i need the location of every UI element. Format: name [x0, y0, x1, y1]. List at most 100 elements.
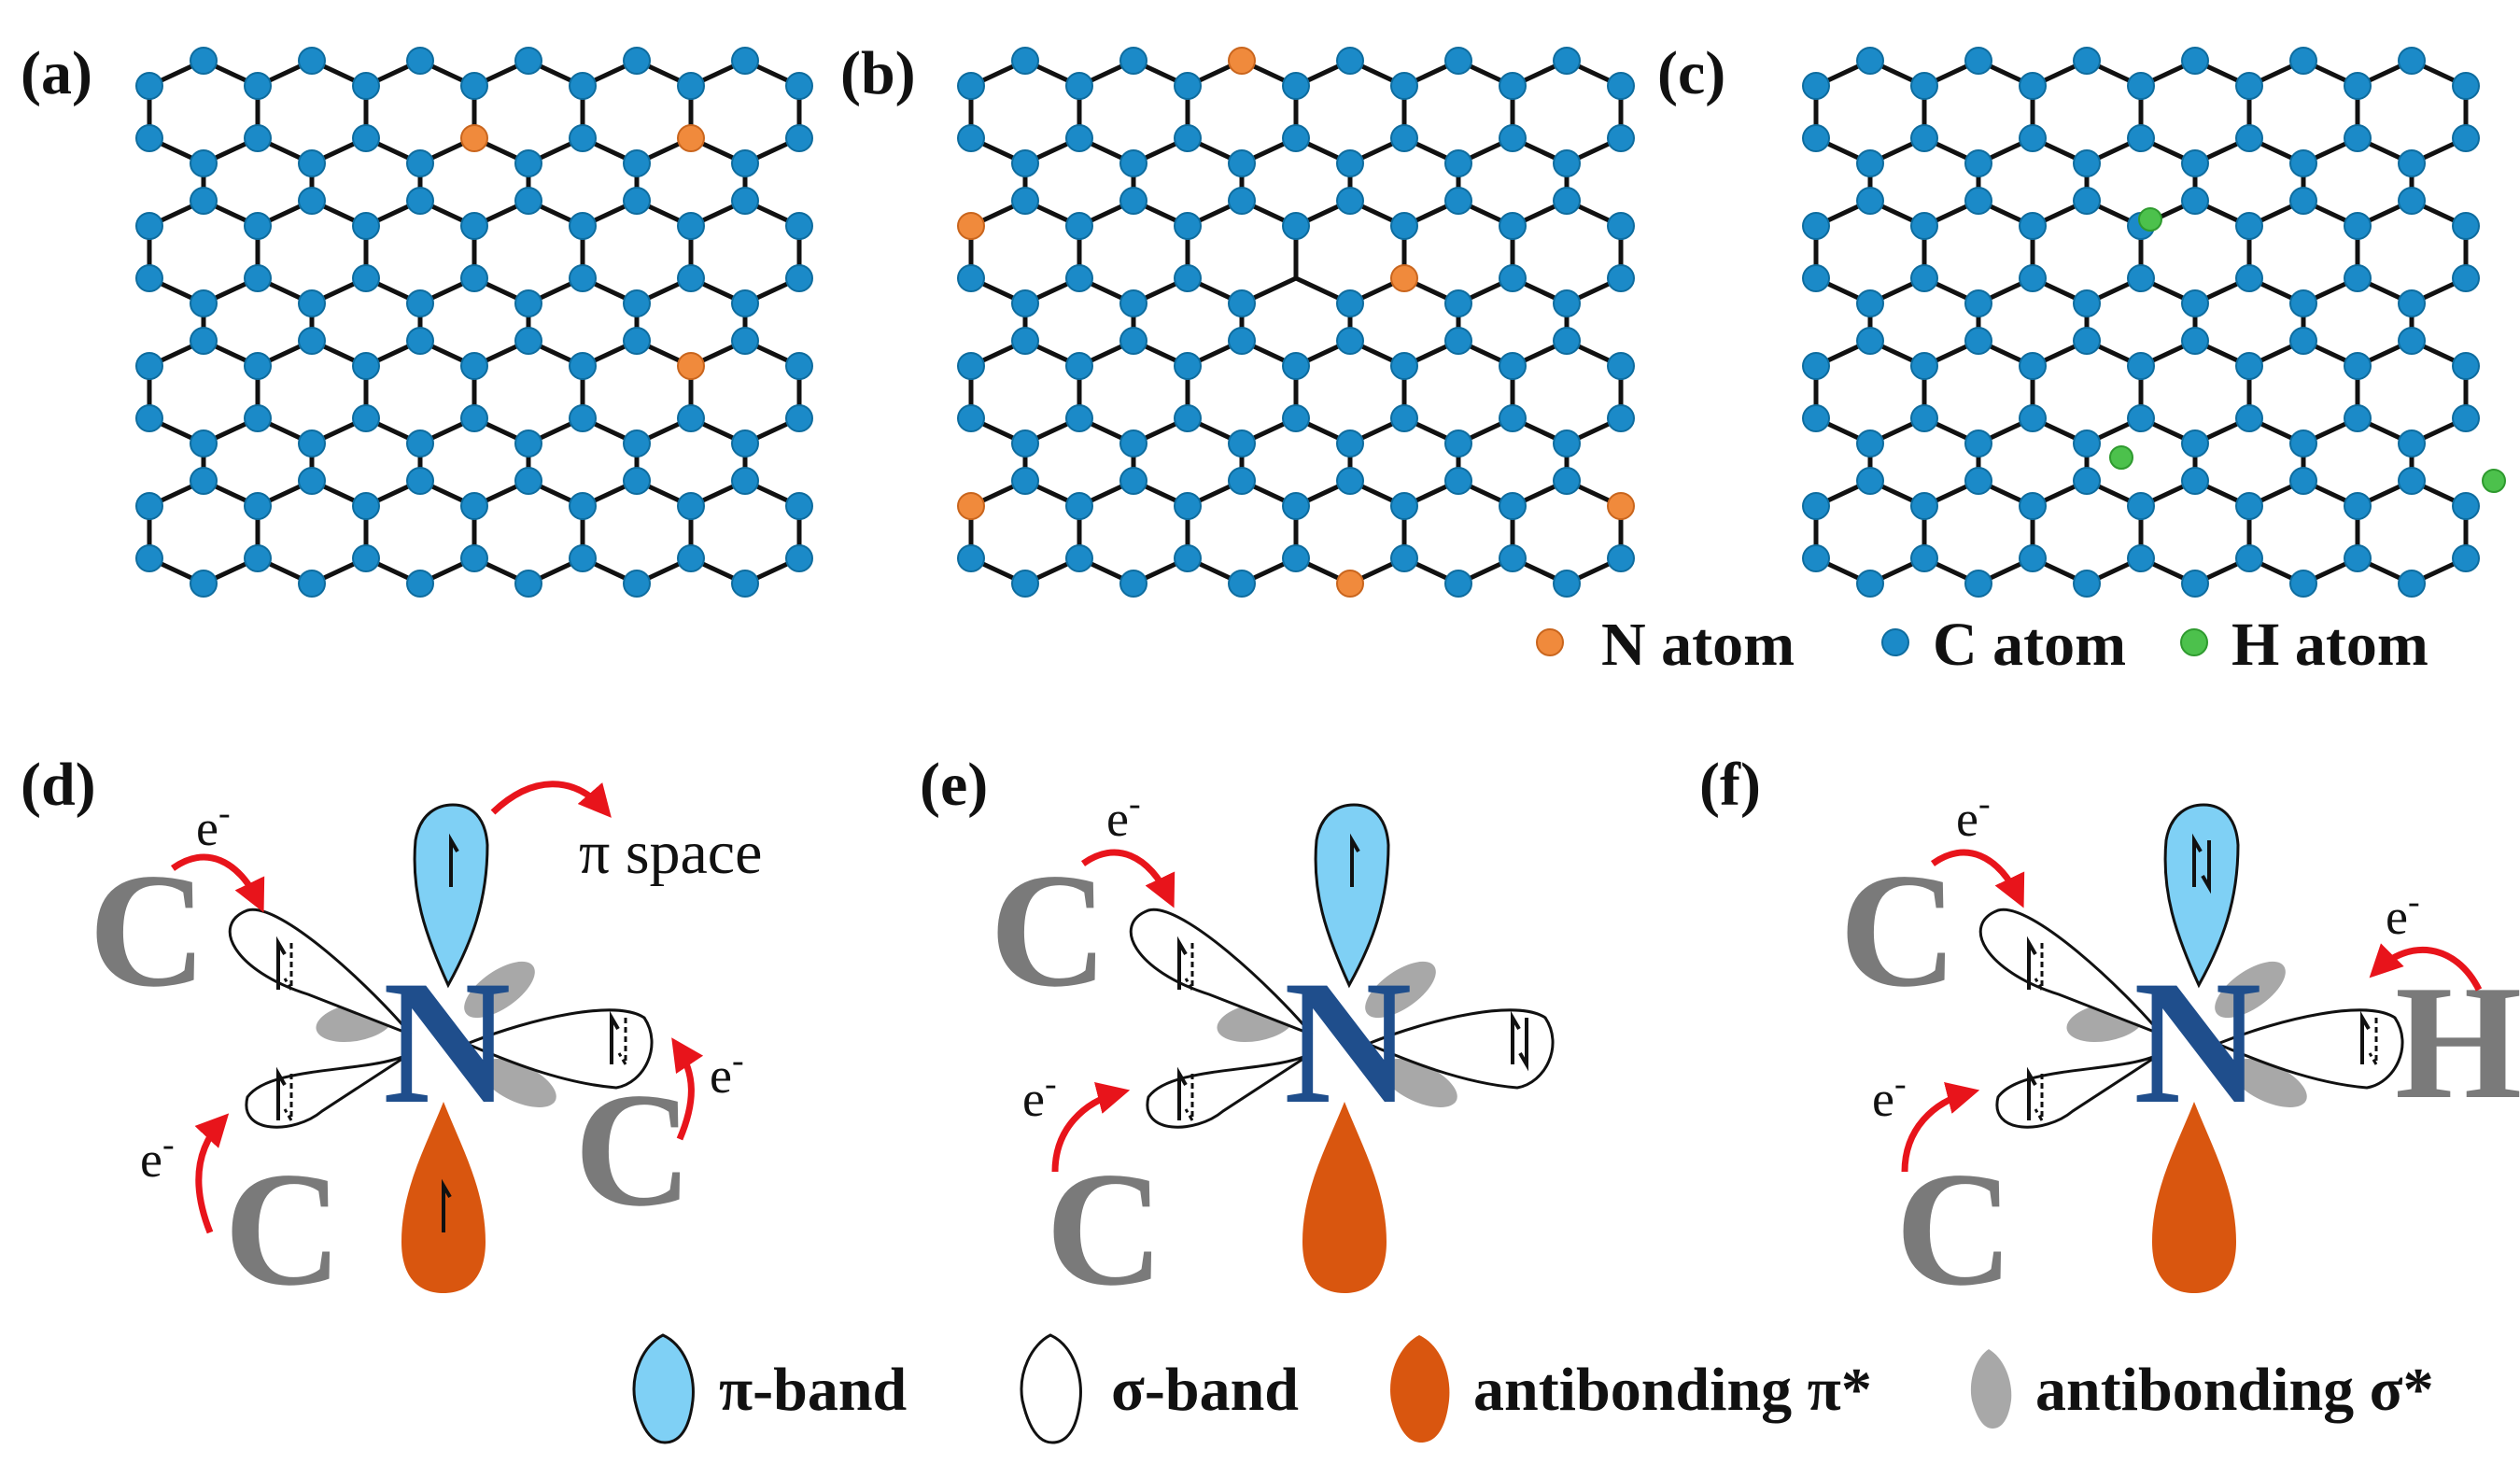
carbon-atom — [352, 212, 380, 240]
carbon-atom — [2452, 352, 2480, 380]
carbon-atom — [1282, 124, 1310, 152]
carbon-atom — [460, 352, 488, 380]
sigma-band-lobe — [245, 1051, 412, 1129]
carbon-atom — [244, 352, 272, 380]
antibonding-sigma-lobe — [1381, 1059, 1457, 1107]
carbon-atom — [2073, 327, 2101, 355]
carbon-atom — [1910, 352, 1938, 380]
carbon-atom — [957, 404, 985, 432]
carbon-atom — [1336, 327, 1364, 355]
carbon-atom — [2289, 47, 2317, 75]
carbon-atom — [1553, 570, 1581, 598]
carbon-atom — [1964, 429, 1992, 458]
carbon-atom — [190, 187, 218, 215]
carbon-atom — [1910, 72, 1938, 100]
carbon-atom — [2398, 327, 2426, 355]
carbon-atom — [298, 327, 326, 355]
carbon-atom — [352, 352, 380, 380]
legend-h-atom-label: H atom — [2231, 611, 2428, 679]
legend-antibonding-sigma-icon — [1970, 1349, 2012, 1429]
carbon-atom — [1011, 149, 1039, 177]
carbon-atom — [1011, 467, 1039, 495]
carbon-atom — [2127, 264, 2155, 292]
carbon-atom — [352, 492, 380, 520]
carbon-atom — [135, 492, 163, 520]
carbon-atom — [2398, 47, 2426, 75]
carbon-atom — [1011, 187, 1039, 215]
legend-pi-band-icon — [632, 1333, 695, 1444]
carbon-atom — [1390, 352, 1418, 380]
carbon-atom — [785, 492, 813, 520]
carbon-atom — [785, 544, 813, 572]
carbon-atom — [785, 212, 813, 240]
carbon-atom — [1119, 570, 1147, 598]
pi-band-lobe — [2163, 803, 2240, 989]
carbon-atom — [1390, 124, 1418, 152]
carbon-symbol: C — [224, 1138, 342, 1319]
spin-up-arrow — [1511, 1010, 1521, 1064]
carbon-atom — [2235, 124, 2263, 152]
legend-sigma-band-label: σ-band — [1111, 1356, 1299, 1424]
antibonding-sigma-lobe — [1365, 961, 1436, 1019]
electron-transfer-arrow — [2369, 943, 2483, 992]
spin-down-arrow — [283, 943, 293, 995]
carbon-atom — [623, 187, 651, 215]
carbon-atom — [2452, 72, 2480, 100]
carbon-atom — [135, 212, 163, 240]
carbon-atom — [1553, 289, 1581, 317]
carbon-atom — [569, 72, 597, 100]
carbon-atom — [2019, 544, 2047, 572]
electron-label: e- — [2386, 882, 2420, 945]
carbon-atom — [1065, 492, 1093, 520]
carbon-atom — [1336, 429, 1364, 458]
carbon-atom — [1964, 149, 1992, 177]
spin-up-arrow — [1350, 833, 1360, 887]
carbon-atom — [569, 492, 597, 520]
carbon-atom — [352, 264, 380, 292]
carbon-atom — [244, 492, 272, 520]
carbon-atom — [1553, 467, 1581, 495]
legend-h-atom-icon — [2180, 628, 2208, 656]
carbon-atom — [1336, 467, 1364, 495]
carbon-atom — [1964, 327, 1992, 355]
carbon-atom — [2289, 570, 2317, 598]
carbon-atom — [2019, 72, 2047, 100]
carbon-atom — [1065, 124, 1093, 152]
carbon-atom — [2181, 429, 2209, 458]
carbon-atom — [1553, 47, 1581, 75]
spin-down-arrow — [283, 1074, 293, 1126]
electron-label: e- — [710, 1041, 744, 1104]
carbon-atom — [623, 570, 651, 598]
carbon-atom — [569, 124, 597, 152]
spin-up-arrow — [449, 833, 459, 887]
carbon-atom — [298, 570, 326, 598]
nitrogen-symbol: N — [1284, 945, 1412, 1141]
carbon-atom — [1910, 544, 1938, 572]
spin-up-arrow — [1177, 936, 1188, 990]
carbon-atom — [1228, 570, 1256, 598]
carbon-atom — [460, 264, 488, 292]
electron-label: e- — [1872, 1064, 1907, 1127]
carbon-atom — [1856, 327, 1884, 355]
carbon-atom — [352, 544, 380, 572]
carbon-atom — [135, 264, 163, 292]
carbon-atom — [1553, 429, 1581, 458]
carbon-atom — [1553, 149, 1581, 177]
carbon-atom — [1856, 467, 1884, 495]
electron-label: e- — [1956, 784, 1991, 847]
carbon-atom — [2073, 187, 2101, 215]
carbon-atom — [406, 47, 434, 75]
spin-up-arrow — [2027, 1066, 2037, 1120]
sigma-band-lobe — [1129, 908, 1314, 1036]
carbon-atom — [1282, 404, 1310, 432]
carbon-atom — [785, 264, 813, 292]
carbon-symbol: C — [574, 1059, 692, 1240]
legend-c-atom-label: C atom — [1933, 611, 2126, 679]
carbon-symbol: C — [89, 839, 206, 1021]
carbon-atom — [2181, 47, 2209, 75]
orbital-diagram-e: N C C e- e- — [990, 784, 1555, 1319]
legend-n-atom-label: N atom — [1601, 611, 1795, 679]
carbon-atom — [957, 544, 985, 572]
carbon-atom — [677, 492, 705, 520]
